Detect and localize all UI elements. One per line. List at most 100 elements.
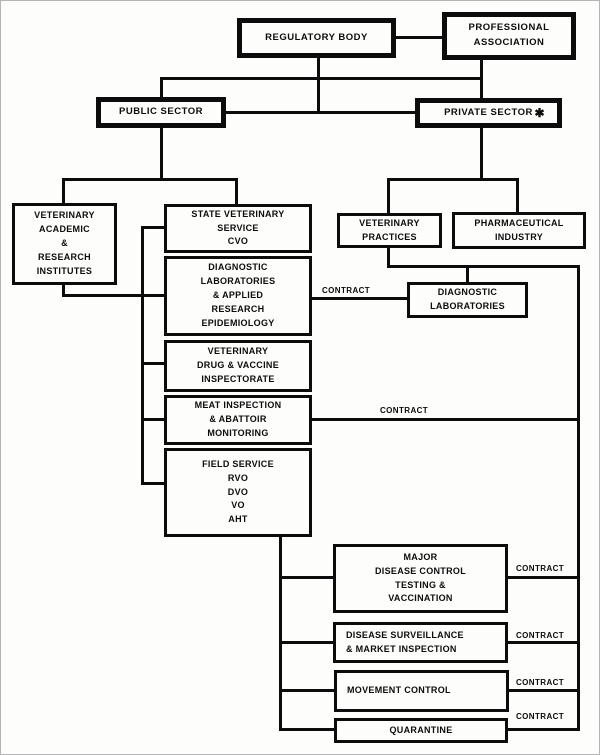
connector-vertical	[141, 226, 144, 485]
node-label: QUARANTINE	[389, 724, 453, 735]
node-quarantine: QUARANTINE	[334, 718, 508, 743]
node-label: FIELD SERVICE	[202, 458, 274, 469]
node-label: VO	[231, 500, 245, 511]
node-field-service: FIELD SERVICE RVO DVO VO AHT	[164, 448, 312, 537]
node-label: REGULATORY BODY	[265, 31, 368, 43]
connector-horizontal	[508, 728, 578, 731]
connector-horizontal	[396, 36, 442, 39]
node-veterinary-academic-research-institutes: VETERINARY ACADEMIC & RESEARCH INSTITUTES	[12, 203, 117, 285]
connector-vertical	[516, 178, 519, 213]
node-diagnostic-laboratories-private: DIAGNOSTIC LABORATORIES	[407, 282, 528, 318]
node-label: RESEARCH	[211, 303, 265, 314]
node-diagnostic-laboratories-applied-research: DIAGNOSTIC LABORATORIES & APPLIED RESEARCH E…	[164, 256, 312, 336]
connector-horizontal	[141, 226, 165, 229]
connector-vertical	[466, 265, 469, 283]
node-label: PROFESSIONAL	[468, 22, 550, 34]
connector-horizontal	[387, 265, 580, 268]
connector-vertical	[577, 265, 580, 731]
connector-vertical	[160, 77, 163, 98]
node-label: LABORATORIES	[200, 276, 276, 287]
connector-horizontal	[279, 728, 335, 731]
node-professional-association: PROFESSIONAL ASSOCIATION	[442, 12, 576, 60]
asterisk-icon: ✱	[534, 106, 545, 120]
connector-horizontal	[508, 576, 578, 579]
node-label: SERVICE	[217, 222, 259, 233]
connector-vertical	[279, 535, 282, 731]
connector-vertical	[480, 128, 483, 180]
contract-label: CONTRACT	[322, 286, 371, 295]
node-state-veterinary-service: STATE VETERINARY SERVICE CVO	[164, 204, 312, 253]
connector-horizontal	[312, 297, 408, 300]
node-label: DRUG & VACCINE	[196, 360, 280, 371]
node-private-sector: PRIVATE SECTOR✱	[415, 98, 562, 128]
node-label: LABORATORIES	[430, 301, 505, 311]
node-label: PRIVATE SECTOR	[444, 106, 533, 118]
connector-horizontal	[226, 111, 416, 114]
connector-horizontal	[62, 178, 238, 181]
node-label: PHARMACEUTICAL	[474, 217, 564, 228]
connector-vertical	[62, 178, 65, 204]
connector-horizontal	[279, 641, 334, 644]
connector-vertical	[62, 285, 65, 297]
node-label: RESEARCH	[38, 251, 91, 262]
node-label: MAJOR	[403, 551, 438, 562]
node-public-sector: PUBLIC SECTOR	[96, 97, 226, 128]
node-label: DIAGNOSTIC	[208, 262, 268, 273]
node-label: RVO	[227, 472, 249, 483]
node-label: DISEASE CONTROL	[374, 565, 466, 576]
node-label: INSPECTORATE	[201, 373, 275, 384]
node-label: DVO	[227, 486, 249, 497]
node-major-disease-control-testing-vaccination: MAJOR DISEASE CONTROL TESTING & VACCINATION	[333, 544, 508, 613]
node-label: PUBLIC SECTOR	[119, 106, 203, 118]
connector-horizontal	[387, 178, 519, 181]
contract-label: CONTRACT	[516, 678, 565, 687]
node-veterinary-practices: VETERINARY PRACTICES	[337, 213, 442, 248]
node-label: VETERINARY	[207, 346, 269, 357]
connector-horizontal	[279, 689, 335, 692]
node-label: INSTITUTES	[36, 265, 93, 276]
node-veterinary-drug-vaccine-inspectorate: VETERINARY DRUG & VACCINE INSPECTORATE	[164, 340, 312, 392]
connector-horizontal	[279, 576, 334, 579]
node-movement-control: MOVEMENT CONTROL	[334, 670, 509, 712]
node-label: VACCINATION	[388, 593, 453, 604]
connector-horizontal	[141, 362, 165, 365]
connector-horizontal	[509, 689, 578, 692]
node-label: MOVEMENT CONTROL	[347, 685, 451, 696]
node-label: ASSOCIATION	[473, 37, 545, 48]
node-regulatory-body: REGULATORY BODY	[237, 18, 396, 58]
node-label: AHT	[228, 514, 248, 525]
node-label: &	[61, 238, 68, 249]
node-label: MEAT INSPECTION	[194, 400, 282, 411]
connector-vertical	[160, 128, 163, 180]
connector-vertical	[387, 248, 390, 267]
node-label: ACADEMIC	[39, 224, 90, 235]
contract-label: CONTRACT	[516, 631, 565, 640]
connector-horizontal	[141, 418, 165, 421]
connector-horizontal	[160, 77, 482, 80]
contract-label: CONTRACT	[516, 564, 565, 573]
node-label: & ABATTOIR	[209, 414, 267, 425]
connector-horizontal	[141, 482, 165, 485]
contract-label: CONTRACT	[380, 406, 429, 415]
node-disease-surveillance-market-inspection: DISEASE SURVEILLANCE& MARKET INSPECTION	[333, 622, 508, 663]
node-label: CVO	[227, 236, 249, 247]
node-label: DIAGNOSTIC	[437, 287, 498, 298]
connector-vertical	[317, 58, 320, 114]
connector-horizontal	[312, 418, 579, 421]
connector-vertical	[235, 178, 238, 205]
node-label: & APPLIED	[212, 290, 264, 301]
node-label: DISEASE SURVEILLANCE	[346, 629, 464, 640]
contract-label: CONTRACT	[516, 712, 565, 721]
node-pharmaceutical-industry: PHARMACEUTICAL INDUSTRY	[452, 212, 586, 249]
node-label: EPIDEMIOLOGY	[201, 317, 275, 328]
node-label: VETERINARY	[34, 210, 95, 221]
node-label: PRACTICES	[362, 231, 417, 242]
node-label: STATE VETERINARY	[191, 208, 285, 219]
node-label: TESTING &	[395, 579, 446, 590]
connector-horizontal	[62, 294, 165, 297]
node-label: INDUSTRY	[494, 231, 544, 242]
connector-horizontal	[508, 641, 578, 644]
node-label: VETERINARY	[359, 217, 420, 228]
